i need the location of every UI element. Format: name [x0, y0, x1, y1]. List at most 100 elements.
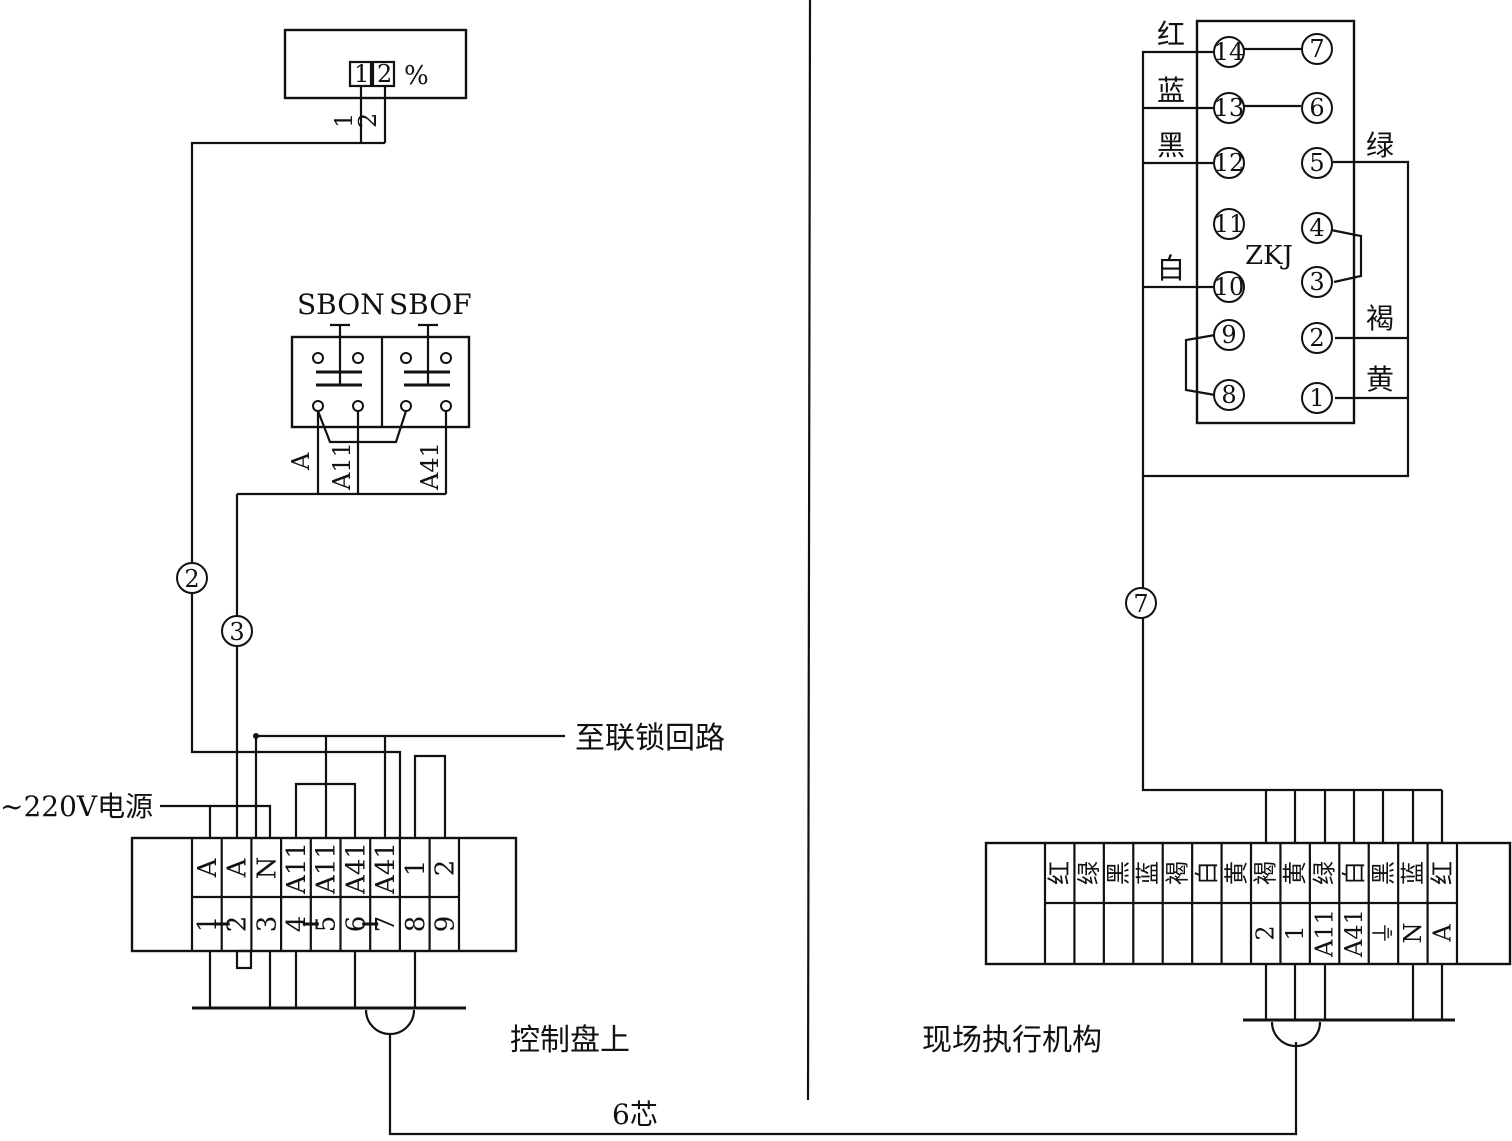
meter-pin-2: 2	[377, 60, 392, 88]
cable-3-marker	[221, 615, 253, 647]
panel-bottom-bus	[192, 949, 466, 1036]
color-blue: 蓝	[1157, 74, 1185, 107]
interlock-label: 至联锁回路	[575, 721, 725, 756]
actuator-zkj: ZKJ 14 13 12 11 10 9 8 7 6 5 4 3 2 1 红 蓝 黑 白 绿 褐 黄	[1141, 18, 1410, 478]
actuator-pin	[1301, 92, 1333, 124]
field-top-label: 红	[1428, 861, 1456, 885]
field-top-label: 黄	[1222, 861, 1250, 885]
sw-wire-a11: A11	[328, 442, 356, 491]
cable-2-marker	[176, 562, 208, 594]
actuator-pin-number: 6	[1309, 94, 1324, 122]
field-bottom-label: ⏚	[1369, 921, 1397, 945]
field-bottom-label: A	[1428, 924, 1456, 943]
panel-top-label: N	[252, 857, 282, 880]
panel-top-wires	[160, 733, 565, 838]
actuator-pin-number: 13	[1214, 94, 1245, 122]
panel-top-label: A	[193, 857, 223, 878]
actuator-name: ZKJ	[1245, 241, 1293, 271]
field-top-label: 黑	[1369, 861, 1397, 885]
panel-bottom-label: 4	[282, 916, 312, 933]
field-top-label: 褐	[1252, 861, 1280, 885]
field-bottom-label: N	[1399, 923, 1427, 944]
meter-wire-label-1: 1	[330, 113, 358, 128]
actuator-pin-number: 14	[1214, 38, 1245, 66]
trunk-label: 6芯	[612, 1098, 658, 1131]
actuator-pin-number: 3	[1309, 268, 1324, 296]
field-top-label: 绿	[1311, 861, 1339, 885]
panel-top-label: A11	[282, 842, 312, 895]
actuator-pin	[1213, 36, 1245, 68]
panel-bottom-label: 3	[252, 916, 282, 933]
field-top-label: 黑	[1105, 861, 1133, 885]
actuator-pin-number: 1	[1309, 384, 1324, 412]
field-bottom-label: 2	[1252, 925, 1280, 940]
sw-wire-a: A	[287, 452, 315, 471]
actuator-pin-number: 10	[1214, 273, 1245, 301]
meter-pin-1: 1	[354, 60, 369, 88]
field-top-label: 黄	[1281, 861, 1309, 885]
sbon-label: SBON	[297, 288, 385, 321]
cable-7-number: 7	[1133, 590, 1148, 618]
actuator-pin-number: 7	[1309, 35, 1324, 63]
field-top-wires	[1141, 476, 1444, 843]
push-buttons: SBON SBOF A A11 A41	[237, 288, 472, 496]
panel-bottom-label: 6	[341, 916, 371, 933]
field-bottom-label: A11	[1311, 909, 1339, 958]
cable-3-number: 3	[229, 618, 244, 646]
actuator-pin-number: 5	[1309, 149, 1324, 177]
field-top-label: 白	[1340, 861, 1368, 885]
cable-2-number: 2	[184, 565, 199, 593]
actuator-pin-number: 9	[1221, 321, 1236, 349]
actuator-pin-number: 4	[1309, 214, 1324, 242]
color-brown: 褐	[1366, 302, 1394, 335]
cable-2-line	[190, 141, 402, 838]
field-top-label: 红	[1046, 861, 1074, 885]
actuator-pin	[1213, 271, 1245, 303]
color-white: 白	[1157, 252, 1185, 285]
panel-caption: 控制盘上	[510, 1023, 630, 1058]
actuator-pin-number: 12	[1214, 149, 1245, 177]
actuator-pin	[1301, 382, 1333, 414]
panel-bottom-label: 7	[371, 916, 401, 933]
panel-bottom-label: 5	[312, 916, 342, 933]
field-bottom-label: 1	[1281, 925, 1309, 940]
percent-meter: 1 2 % 1 2	[283, 28, 468, 145]
cable-7-marker	[1125, 587, 1157, 619]
panel-top-label: A11	[312, 842, 342, 895]
field-top-label: 白	[1193, 861, 1221, 885]
actuator-pin	[1301, 322, 1333, 354]
panel-top-label: A	[223, 857, 253, 878]
panel-bottom-label: 1	[193, 916, 223, 933]
field-top-label: 褐	[1163, 861, 1191, 885]
actuator-pin-number: 2	[1309, 324, 1324, 352]
panel-top-label: A41	[341, 842, 371, 895]
actuator-pin	[1301, 33, 1333, 65]
actuator-pin	[1213, 208, 1245, 240]
center-divider	[806, 0, 812, 1101]
meter-wire-label-2: 2	[354, 113, 382, 128]
field-top-label: 蓝	[1399, 861, 1427, 885]
color-black: 黑	[1157, 129, 1185, 162]
panel-bottom-label: 2	[223, 916, 253, 933]
meter-unit: %	[404, 61, 429, 91]
color-red: 红	[1157, 18, 1185, 51]
trunk-cable	[388, 1034, 1298, 1136]
actuator-pin	[1213, 147, 1245, 179]
color-yellow: 黄	[1366, 363, 1394, 396]
panel-bottom-label: 9	[430, 916, 460, 933]
actuator-pin-number: 8	[1221, 381, 1236, 409]
panel-top-label: 1	[401, 860, 431, 877]
field-bottom-label: A41	[1340, 909, 1368, 958]
color-green: 绿	[1366, 129, 1394, 162]
actuator-pin	[1301, 147, 1333, 179]
actuator-pin	[1213, 92, 1245, 124]
field-top-label: 绿	[1075, 861, 1103, 885]
sbof-label: SBOF	[389, 288, 472, 321]
field-caption: 现场执行机构	[922, 1023, 1102, 1058]
actuator-pin	[1301, 212, 1333, 244]
actuator-pin	[1301, 266, 1333, 298]
actuator-pin-number: 11	[1214, 210, 1245, 238]
sw-wire-a41: A41	[416, 442, 444, 491]
